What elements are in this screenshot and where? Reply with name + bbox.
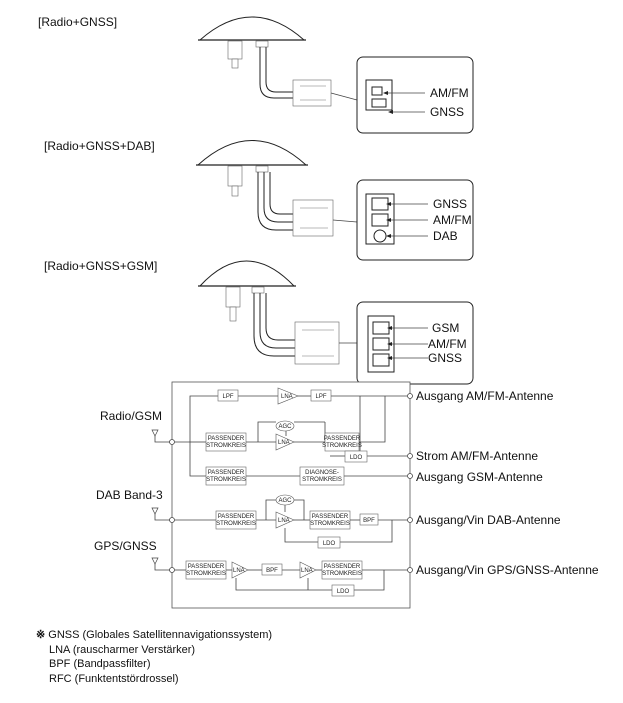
ldo-block: [344, 450, 368, 463]
block-text: PASSENDER: [324, 436, 361, 442]
legend-notes: ※ GNSS (Globales Satellitennavigationssy…: [36, 628, 272, 686]
block-text: PASSENDER: [208, 436, 245, 442]
diagnostic-circuit-block: [299, 466, 345, 486]
lna-amplifier-icon: [299, 561, 317, 579]
pin-label: AM/FM: [428, 337, 467, 351]
variant-radio-gnss-gsm: [Radio+GNSS+GSM] GSM: [44, 259, 474, 385]
agc-label: AGC: [278, 424, 292, 430]
agc-block: [275, 494, 295, 506]
block-text: STROMKREIS: [206, 443, 246, 449]
cable-connector-icon: [259, 47, 332, 107]
block-text: DIAGNOSE-: [305, 470, 339, 476]
block-diagram: Radio/GSM DAB Band-3 GPS/GNSS: [94, 381, 599, 609]
bpf-block: [359, 513, 379, 526]
passive-circuit-block: [321, 560, 363, 580]
lna-label: LNA: [233, 568, 245, 574]
note-mark: ※: [36, 629, 46, 641]
variant-radio-gnss-dab: [Radio+GNSS+DAB] GNSS: [44, 139, 474, 261]
agc-block: [275, 420, 295, 432]
antenna-symbol-icon: [151, 429, 172, 443]
block-text: STROMKREIS: [322, 571, 362, 577]
pin-label: GSM: [432, 321, 459, 335]
lna-label: LNA: [278, 518, 290, 524]
block-text: STROMKREIS: [310, 521, 350, 527]
block-text: STROMKREIS: [186, 571, 226, 577]
block-text: STROMKREIS: [216, 521, 256, 527]
note-text: GNSS (Globales Satellitennavigationssyst…: [48, 629, 273, 641]
block-text: STROMKREIS: [302, 477, 342, 483]
passive-circuit-block: [215, 510, 257, 530]
block-text: PASSENDER: [208, 470, 245, 476]
bpf-block: [261, 563, 283, 576]
note-line: BPF (Bandpassfilter): [49, 658, 151, 670]
block-text: PASSENDER: [312, 514, 349, 520]
agc-label: AGC: [278, 498, 292, 504]
ldo-block: [317, 536, 341, 549]
passive-circuit-block: [205, 466, 247, 486]
bpf-label: BPF: [363, 518, 375, 524]
block-text: PASSENDER: [218, 514, 255, 520]
lna-label: LNA: [278, 440, 290, 446]
pin-label: AM/FM: [433, 213, 472, 227]
pin-label: DAB: [433, 229, 458, 243]
pin-label: GNSS: [430, 105, 464, 119]
cable-connector-icon: [253, 293, 340, 365]
block-text: PASSENDER: [188, 564, 225, 570]
connector-face-icon: [365, 79, 393, 111]
antenna-dome-icon: [198, 260, 296, 322]
bpf-label: BPF: [266, 568, 278, 574]
block-text: STROMKREIS: [322, 443, 362, 449]
output-label: Ausgang/Vin DAB-Antenne: [416, 513, 561, 527]
ldo-label: LDO: [323, 541, 336, 547]
connector-callout: [356, 56, 474, 134]
lpf-block: [310, 389, 332, 402]
passive-circuit-block: [205, 432, 247, 452]
antenna-dome-icon: [196, 140, 308, 197]
note-line: RFC (Funktentstördrossel): [49, 672, 179, 685]
note-line: ※ GNSS (Globales Satellitennavigationssy…: [36, 628, 272, 643]
connector-face-icon: [367, 315, 395, 373]
output-label: Ausgang/Vin GPS/GNSS-Antenne: [416, 563, 599, 577]
ldo-label: LDO: [350, 455, 363, 461]
lpf-block: [217, 389, 239, 402]
input-label: GPS/GNSS: [94, 539, 157, 553]
output-label: Strom AM/FM-Antenne: [416, 449, 538, 463]
lna-amplifier-icon: [275, 511, 295, 529]
input-label: Radio/GSM: [100, 409, 162, 423]
lpf-label: LPF: [315, 394, 326, 400]
lpf-label: LPF: [222, 394, 233, 400]
note-line: LNA (rauscharmer Verstärker): [49, 643, 196, 656]
pin-label: AM/FM: [430, 86, 469, 100]
lna-amplifier-icon: [275, 433, 295, 451]
input-label: DAB Band-3: [96, 488, 163, 502]
lna-amplifier-icon: [231, 561, 249, 579]
pin-label: GNSS: [428, 351, 462, 365]
output-label: Ausgang AM/FM-Antenne: [416, 389, 554, 403]
ldo-label: LDO: [337, 589, 350, 595]
antenna-symbol-icon: [151, 557, 172, 571]
variant-title: [Radio+GNSS+GSM]: [44, 259, 157, 273]
output-label: Ausgang GSM-Antenne: [416, 470, 543, 484]
variant-title: [Radio+GNSS+DAB]: [44, 139, 155, 153]
passive-circuit-block: [309, 510, 351, 530]
block-text: PASSENDER: [324, 564, 361, 570]
cable-connector-icon: [257, 172, 334, 237]
ldo-block: [331, 584, 355, 597]
passive-circuit-block: [324, 432, 360, 452]
lna-label: LNA: [301, 568, 313, 574]
pin-label: GNSS: [433, 197, 467, 211]
variant-radio-gnss: [Radio+GNSS] AM/FM GNSS: [38, 15, 474, 134]
passive-circuit-block: [185, 560, 227, 580]
lna-label: LNA: [281, 394, 293, 400]
block-text: STROMKREIS: [206, 477, 246, 483]
variant-title: [Radio+GNSS]: [38, 15, 117, 29]
antenna-symbol-icon: [151, 507, 172, 521]
lna-amplifier-icon: [277, 387, 299, 405]
antenna-dome-icon: [198, 16, 306, 69]
